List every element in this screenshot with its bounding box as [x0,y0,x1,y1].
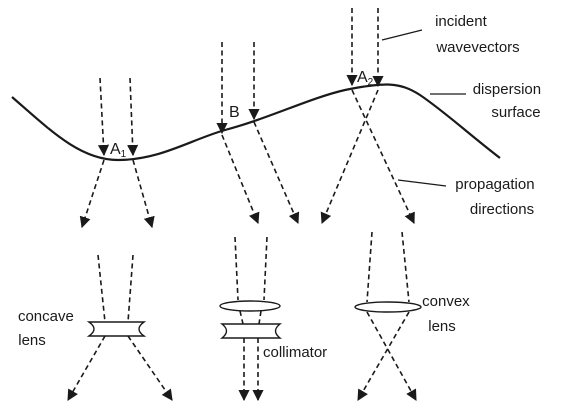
propagation-label-leader [397,179,447,187]
lens-ray [67,335,106,401]
lens-ray [366,311,417,401]
propagation-ray [79,159,105,229]
group-a2-upper [320,8,415,225]
lens-ray [127,254,134,323]
point-label-a1: A1 [110,141,127,160]
propagation-ray [132,159,155,229]
group-b-upper [216,42,300,225]
lens-ray [366,231,373,303]
incident-ray [97,77,110,157]
incident-ray [127,77,139,157]
propagation-ray [351,89,415,225]
lens-ray [234,236,239,301]
lens-ray [357,311,410,401]
lens-ray [401,231,410,303]
lens-ray [239,310,244,325]
lens-ray [263,236,268,301]
convex-lens-label: convex lens [422,293,474,335]
dispersion-surface-curve [11,83,501,162]
propagation-ray [221,134,260,225]
concave-lens-label: concave lens [18,308,78,349]
incident-label-leader [381,29,423,41]
lens-ray [97,254,106,323]
group-a1-upper [79,77,155,229]
convex-lens-shape [354,301,422,313]
point-label-b: B [229,104,240,121]
lens-ray [258,310,262,325]
collimator-group [219,236,283,402]
convex-lens-shape [219,300,281,312]
convex-lens-group [354,231,422,401]
collimator-label: collimator [263,344,327,361]
lens-ray [127,335,173,401]
propagation-directions-label: propagation directions [455,176,538,218]
concave-lens-shape [86,321,147,337]
point-label-a2: A2 [357,69,374,88]
propagation-ray [320,89,379,225]
concave-lens-group [67,254,173,401]
propagation-ray [253,121,300,225]
concave-lens-shape [219,323,283,339]
dispersion-surface-label: dispersion surface [473,81,546,121]
incident-wavevectors-label: incident wavevectors [435,13,520,56]
